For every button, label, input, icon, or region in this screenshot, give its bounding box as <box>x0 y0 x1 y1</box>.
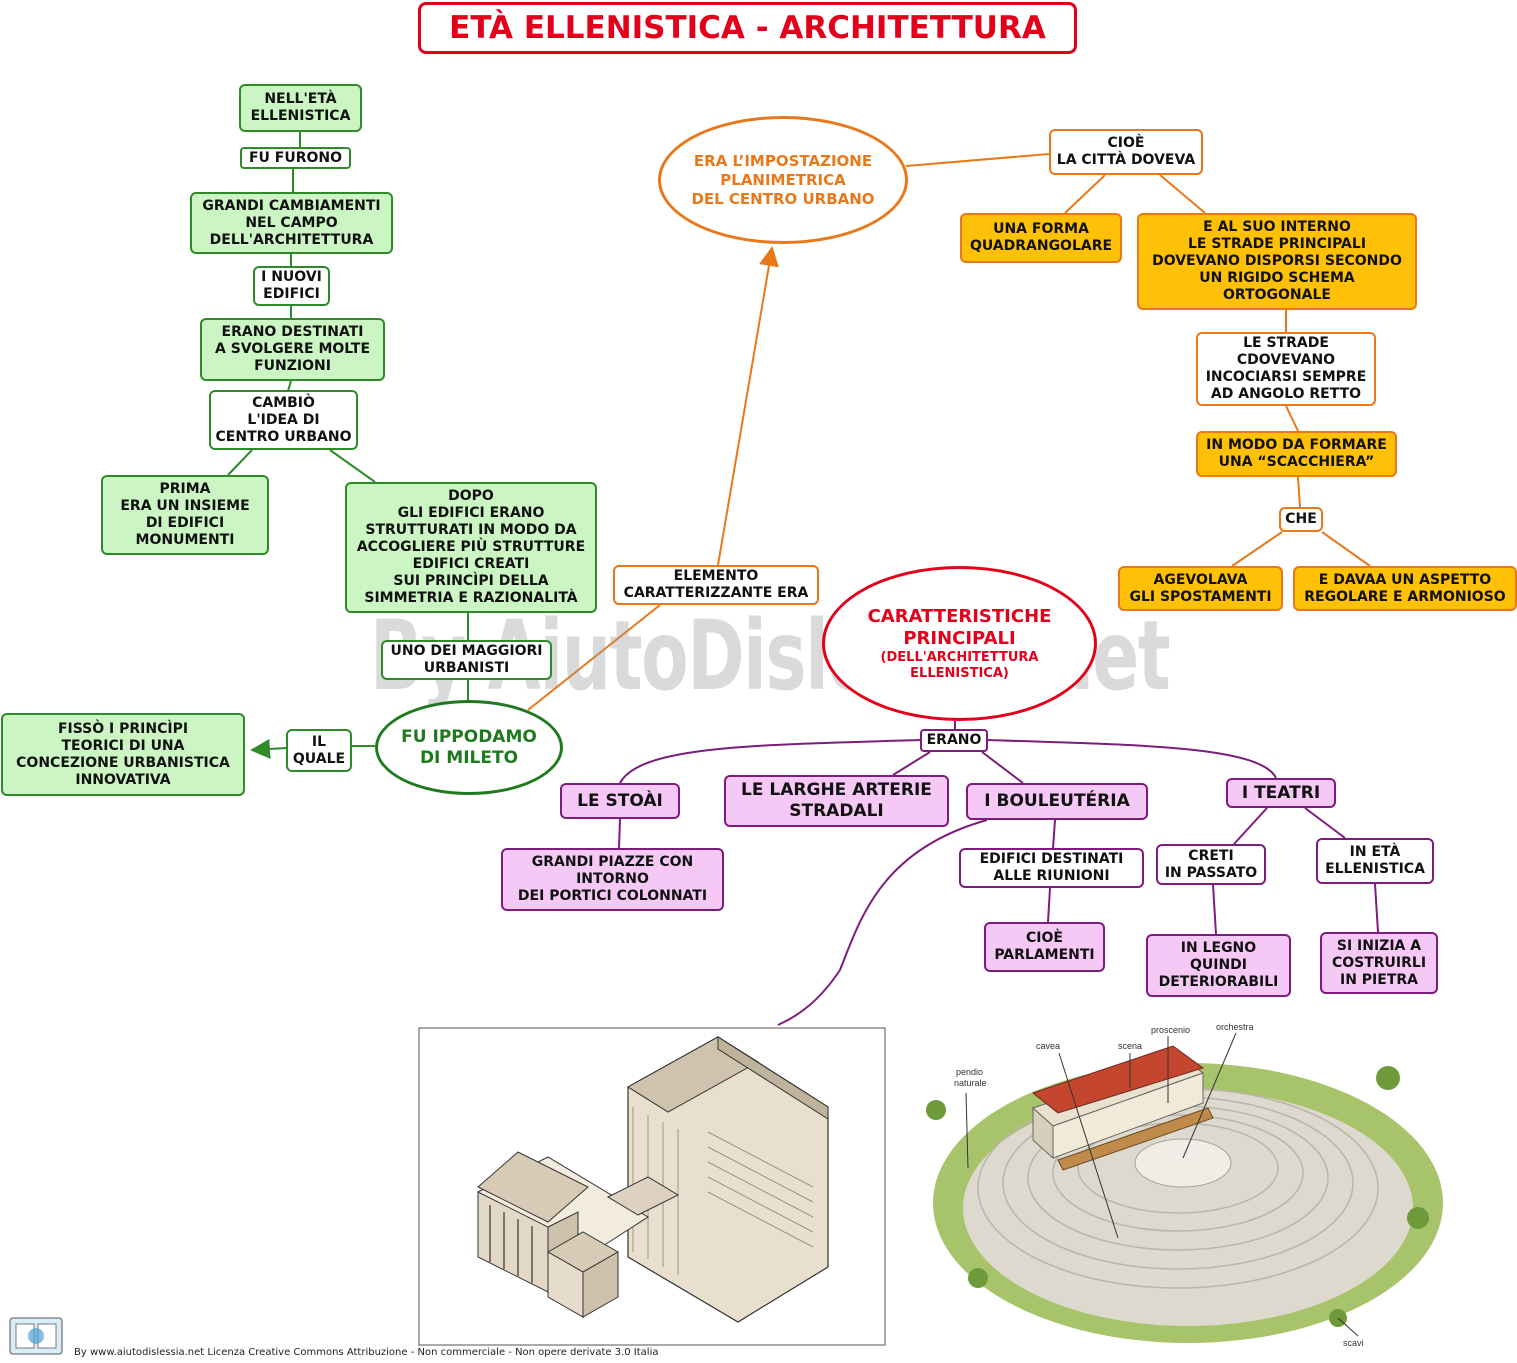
label-pendio-naturale: pendio <box>956 1067 983 1077</box>
node-maggiori-urbanisti: UNO DEI MAGGIORI URBANISTI <box>381 640 552 680</box>
node-creti-in-passato: CRETI IN PASSATO <box>1156 844 1266 885</box>
node-ippodamo-di-mileto: FU IPPODAMO DI MILETO <box>375 700 563 795</box>
node-le-larghe-arterie: LE LARGHE ARTERIE STRADALI <box>724 775 949 827</box>
node-cioe-parlamenti: CIOÈ PARLAMENTI <box>984 922 1105 972</box>
features-title: CARATTERISTICHE PRINCIPALI <box>867 605 1052 649</box>
node-che: CHE <box>1279 507 1323 532</box>
node-grandi-piazze: GRANDI PIAZZE CON INTORNO DEI PORTICI CO… <box>501 848 724 911</box>
node-erano: ERANO <box>920 729 988 752</box>
node-erano-destinati: ERANO DESTINATI A SVOLGERE MOLTE FUNZION… <box>200 318 385 381</box>
label-scavi: scavi <box>1343 1338 1364 1348</box>
node-forma-quadrangolare: UNA FORMA QUADRANGOLARE <box>960 213 1122 263</box>
label-pendio-naturale-2: naturale <box>954 1078 987 1088</box>
aiutodislessia-logo <box>9 1317 63 1355</box>
node-le-stoai: LE STOÀI <box>560 783 680 819</box>
node-aspetto-armonioso: E DAVAA UN ASPETTO REGOLARE E ARMONIOSO <box>1293 566 1517 611</box>
license-footer: By www.aiutodislessia.net Licenza Creati… <box>74 1347 659 1358</box>
node-nuovi-edifici: I NUOVI EDIFICI <box>253 266 330 306</box>
bouleuterion-illustration <box>418 1027 886 1346</box>
node-grandi-cambiamenti: GRANDI CAMBIAMENTI NEL CAMPO DELL'ARCHIT… <box>190 192 393 254</box>
node-edifici-riunioni: EDIFICI DESTINATI ALLE RIUNIONI <box>959 848 1144 888</box>
features-subtitle: (DELL'ARCHITETTURA ELLENISTICA) <box>880 649 1039 681</box>
node-caratteristiche-principali: CARATTERISTICHE PRINCIPALI (DELL'ARCHITE… <box>822 566 1097 721</box>
page-title: ETÀ ELLENISTICA - ARCHITETTURA <box>418 2 1077 54</box>
node-prima: PRIMA ERA UN INSIEME DI EDIFICI MONUMENT… <box>101 475 269 555</box>
node-fu-furono: FU FURONO <box>240 147 351 169</box>
node-agevolava: AGEVOLAVA GLI SPOSTAMENTI <box>1118 566 1283 611</box>
node-fisso-principi: FISSÒ I PRINCÌPI TEORICI DI UNA CONCEZIO… <box>1 713 245 796</box>
node-i-bouleuteria: I BOULEUTÉRIA <box>966 783 1148 820</box>
label-orchestra: orchestra <box>1216 1022 1254 1032</box>
node-i-teatri: I TEATRI <box>1226 778 1336 808</box>
node-in-eta-ellenistica: IN ETÀ ELLENISTICA <box>1316 838 1434 884</box>
node-cioe-citta: CIOÈ LA CITTÀ DOVEVA <box>1049 129 1203 175</box>
node-scacchiera: IN MODO DA FORMARE UNA “SCACCHIERA” <box>1196 431 1397 477</box>
node-il-quale: IL QUALE <box>286 729 352 772</box>
label-cavea: cavea <box>1036 1041 1060 1051</box>
node-strade-principali: E AL SUO INTERNO LE STRADE PRINCIPALI DO… <box>1137 213 1417 310</box>
greek-theatre-illustration: pendio naturale cavea scena proscenio or… <box>926 1022 1443 1348</box>
label-proscenio: proscenio <box>1151 1025 1190 1035</box>
node-in-legno: IN LEGNO QUINDI DETERIORABILI <box>1146 934 1291 997</box>
node-angolo-retto: LE STRADE CDOVEVANO INCOCIARSI SEMPRE AD… <box>1196 332 1376 406</box>
node-impostazione-planimetrica: ERA L’IMPOSTAZIONE PLANIMETRICA DEL CENT… <box>658 116 908 244</box>
node-in-pietra: SI INIZIA A COSTRUIRLI IN PIETRA <box>1320 932 1438 994</box>
node-nell-eta-ellenistica: NELL'ETÀ ELLENISTICA <box>239 84 362 132</box>
label-scena: scena <box>1118 1041 1142 1051</box>
node-cambio-idea: CAMBIÒ L'IDEA DI CENTRO URBANO <box>209 390 358 450</box>
node-dopo: DOPO GLI EDIFICI ERANO STRUTTURATI IN MO… <box>345 482 597 613</box>
node-elemento-caratterizzante: ELEMENTO CARATTERIZZANTE ERA <box>613 565 819 605</box>
